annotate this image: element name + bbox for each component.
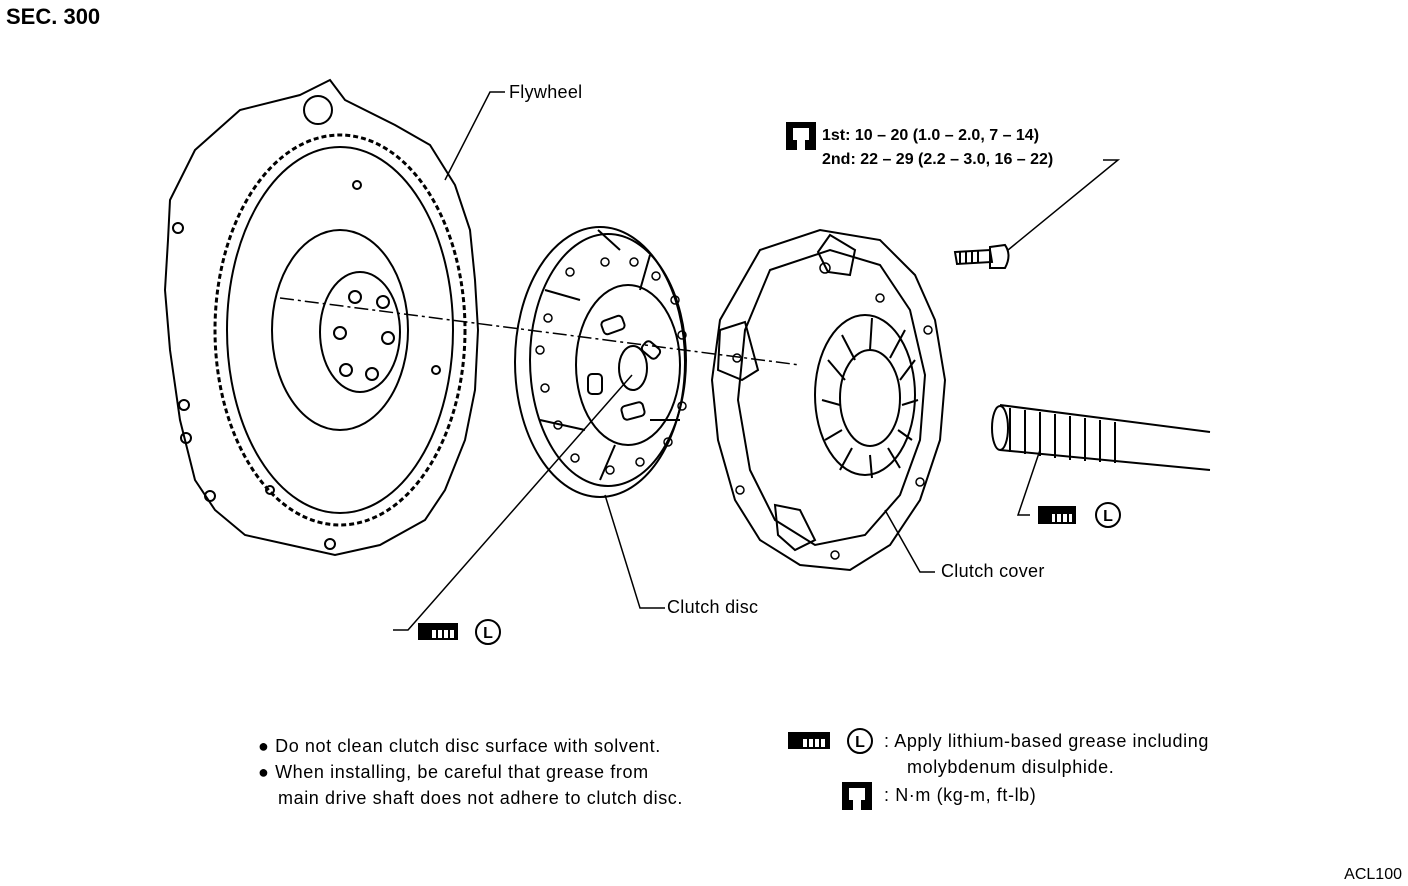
section-title: SEC. 300	[6, 4, 101, 29]
legend-grease-text-1: : Apply lithium-based grease including	[884, 731, 1209, 751]
grease-l-icon: L	[1095, 502, 1121, 528]
leader-clutch-disc	[604, 494, 665, 609]
clutch-disc	[514, 226, 686, 498]
svg-text:L: L	[855, 734, 865, 751]
figure-code: ACL100	[1344, 866, 1402, 883]
torque-spec-2nd: 2nd: 22 – 29 (2.2 – 3.0, 16 – 22)	[822, 151, 1054, 168]
label-clutch-cover: Clutch cover	[941, 561, 1045, 581]
flywheel-ring-gear	[213, 133, 467, 527]
note-item: main drive shaft does not adhere to clut…	[278, 788, 684, 808]
leader-torque	[1007, 159, 1121, 251]
label-flywheel: Flywheel	[509, 82, 583, 102]
center-line	[279, 297, 801, 366]
torque-wrench-icon	[786, 122, 816, 150]
torque-spec-1st: 1st: 10 – 20 (1.0 – 2.0, 7 – 14)	[822, 127, 1040, 144]
grease-can-icon	[788, 732, 830, 749]
grease-l-icon: L	[847, 728, 873, 754]
grease-l-icon: L	[475, 619, 501, 645]
svg-text:L: L	[1103, 508, 1113, 525]
bullet-icon: ●	[258, 736, 270, 756]
legend-torque-text: : N·m (kg-m, ft-lb)	[884, 785, 1037, 805]
main-drive-shaft	[991, 404, 1211, 471]
leader-shaft-grease	[1016, 449, 1041, 516]
note-item: ● Do not clean clutch disc surface with …	[258, 736, 661, 756]
flywheel-housing	[163, 78, 480, 557]
diaphragm-spring	[814, 314, 916, 476]
bullet-icon: ●	[258, 762, 270, 782]
label-clutch-disc: Clutch disc	[667, 597, 759, 617]
legend-grease-text-2: molybdenum disulphide.	[907, 757, 1115, 777]
clutch-cover	[710, 228, 947, 572]
torque-wrench-icon	[842, 782, 872, 810]
cover-bolt	[953, 243, 1010, 269]
note-item: ● When installing, be careful that greas…	[258, 762, 649, 782]
leader-flywheel	[444, 91, 505, 181]
svg-text:L: L	[483, 625, 493, 642]
leader-disc-grease	[393, 374, 633, 631]
grease-can-icon	[1038, 506, 1076, 524]
grease-can-icon	[418, 623, 458, 640]
leader-clutch-cover	[884, 509, 935, 573]
notes-block: ● Do not clean clutch disc surface with …	[258, 733, 683, 811]
